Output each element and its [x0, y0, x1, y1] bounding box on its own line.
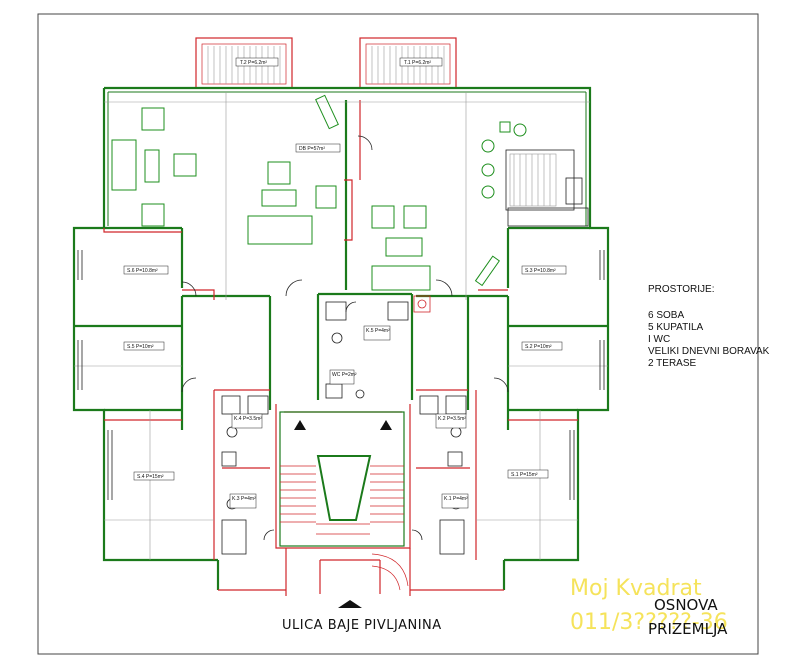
drawing-title-line-2: PRIZEMLJA: [648, 620, 728, 638]
room-s2-label: S.2 P=10m²: [525, 344, 552, 350]
grid-lines: [74, 92, 608, 560]
stair-up-arrow-left: [294, 420, 306, 430]
living-room-furniture: [111, 94, 501, 291]
stair-up-arrow-right: [380, 420, 392, 430]
wc-label: WC P=2m²: [332, 372, 357, 378]
watermark-line-2: 011/3?????-36: [570, 610, 728, 635]
legend-item: VELIKI DNEVNI BORAVAK: [648, 346, 770, 357]
sheet-border: [37, 13, 759, 655]
room-s3-label: S.3 P=10.8m²: [525, 268, 556, 274]
staircase: [279, 411, 409, 591]
bathroom-k2-label: K.2 P=3.5m²: [438, 416, 466, 422]
legend-item: 2 TERASE: [648, 358, 697, 369]
doors: [181, 135, 509, 541]
legend-item: 6 SOBA: [648, 310, 685, 321]
bathroom-k4-label: K.4 P=3.5m²: [234, 416, 262, 422]
exterior-walls: [72, 86, 610, 590]
legend-item: I WC: [648, 334, 671, 345]
entrance: [319, 559, 381, 608]
room-labels: DB P=57m² S.6 P=10.8m² S.5 P=10m² S.4 P=…: [123, 143, 567, 509]
living-room-label: DB P=57m²: [299, 146, 325, 152]
room-s4-label: S.4 P=15m²: [137, 474, 164, 480]
terrace-right-label: T.1 P=6.2m²: [404, 60, 431, 66]
terrace-right: T.1 P=6.2m²: [359, 37, 457, 89]
terrace-left-label: T.2 P=6.2m²: [240, 60, 267, 66]
drawing-title-line-1: OSNOVA: [654, 596, 718, 614]
terrace-left: T.2 P=6.2m²: [195, 37, 293, 89]
watermark-line-1: Moj Kvadrat: [570, 576, 702, 601]
entrance-arrow-icon: [338, 600, 362, 608]
room-s1-label: S.1 P=15m²: [511, 472, 538, 478]
street-label: ULICA BAJE PIVLJANINA: [282, 618, 442, 633]
kitchen: [481, 121, 589, 227]
bathroom-k5-label: K.5 P=4m²: [366, 328, 390, 334]
legend-item: 5 KUPATILA: [648, 322, 704, 333]
room-s5-label: S.5 P=10m²: [127, 344, 154, 350]
bathroom-k1-label: K.1 P=4m²: [444, 496, 468, 502]
bathroom-k3-label: K.3 P=4m²: [232, 496, 256, 502]
legend-heading: PROSTORIJE:: [648, 284, 715, 295]
windows: [77, 250, 605, 500]
room-s6-label: S.6 P=10.8m²: [127, 268, 158, 274]
